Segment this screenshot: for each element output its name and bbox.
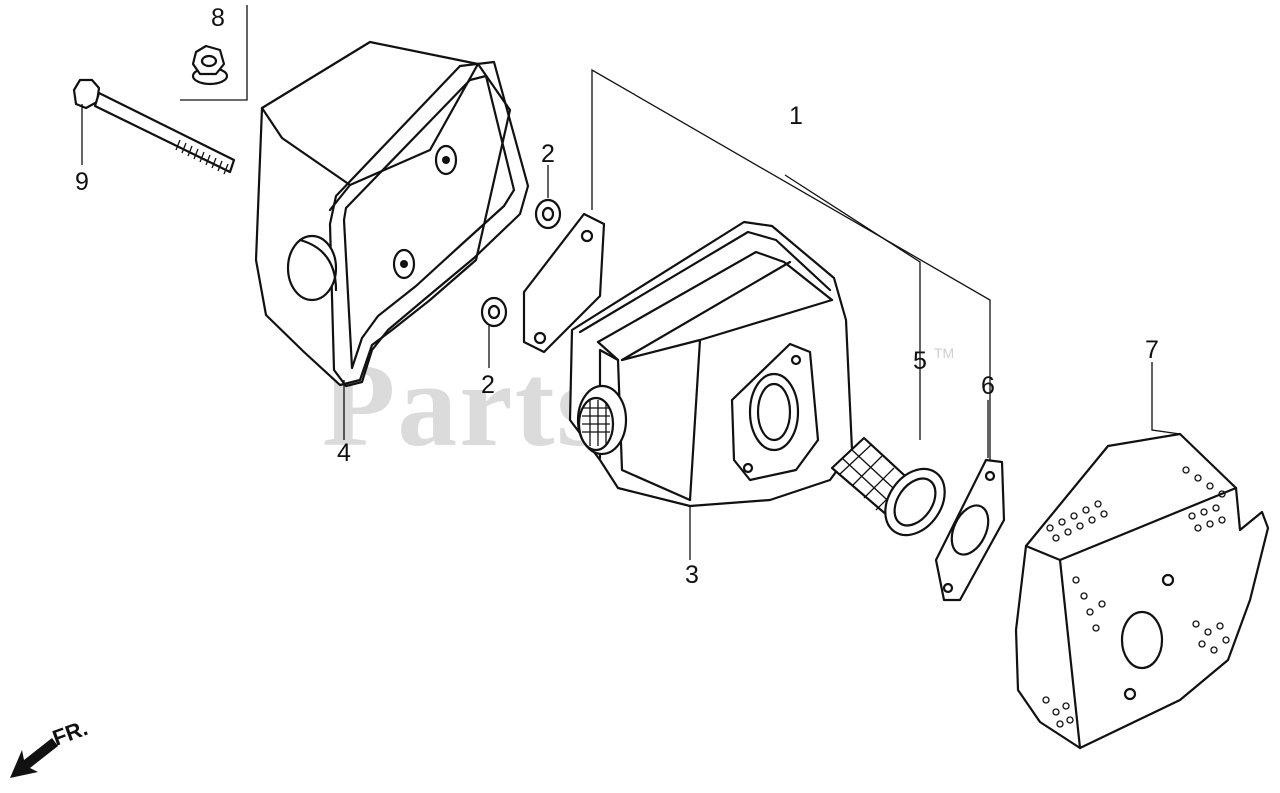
leader-lines [81,104,1181,458]
callout-9: 9 [75,168,89,196]
callout-1: 1 [789,102,803,130]
front-direction-label: FR. [49,715,91,751]
part-8-bracket [180,5,248,101]
front-direction-arrow-icon [10,738,58,778]
callout-2a: 2 [541,140,555,168]
callout-5: 5 [913,347,927,375]
part-2-washer-upper[interactable] [534,198,562,230]
part-7-heat-shield[interactable] [1014,432,1270,750]
part-6-gasket[interactable] [934,458,1006,602]
part-2-washer-lower[interactable] [480,296,508,328]
part-9-bolt[interactable] [72,78,236,175]
callout-7: 7 [1145,336,1159,364]
watermark-trademark: TM [934,345,954,361]
part-3-muffler[interactable] [568,220,854,560]
callout-3: 3 [685,561,699,589]
part-5-spark-arrester[interactable] [830,436,957,546]
callout-2b: 2 [481,371,495,399]
muffler-gasket[interactable] [522,212,606,354]
part-4-muffler-protector[interactable] [254,40,530,388]
part-8-flange-nut[interactable] [191,44,229,86]
part-1-bracket [591,68,991,460]
callout-8: 8 [211,4,225,32]
callout-6: 6 [981,372,995,400]
callout-4: 4 [337,439,351,467]
